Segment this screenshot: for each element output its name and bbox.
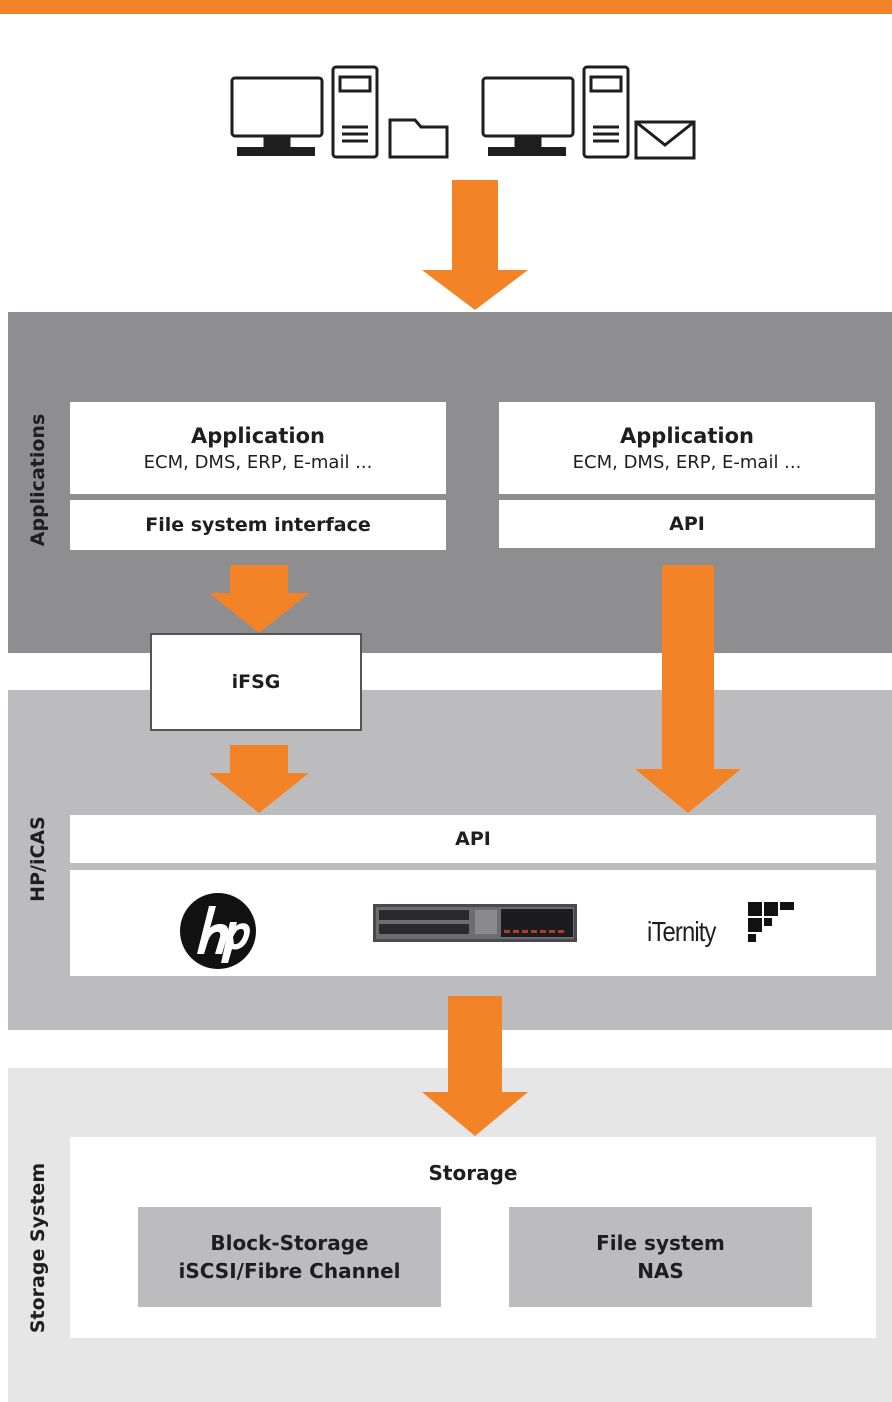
server-rack-icon xyxy=(373,904,577,942)
folder-icon xyxy=(388,118,449,159)
client-icons-row xyxy=(230,65,696,160)
hp-icas-band-label: HP/iCAS xyxy=(27,816,49,902)
icas-api-label: API xyxy=(455,828,491,850)
application-title: Application xyxy=(191,423,325,448)
block-storage-box: Block-Storage iSCSI/Fibre Channel xyxy=(138,1207,441,1307)
block-storage-line2: iSCSI/Fibre Channel xyxy=(178,1259,401,1283)
iternity-logo: iTernity xyxy=(647,902,797,952)
icas-logos-box: iTernity xyxy=(70,870,876,976)
ifsg-label: iFSG xyxy=(231,671,281,693)
ifsg-box: iFSG xyxy=(150,633,362,731)
file-system-nas-box: File system NAS xyxy=(509,1207,812,1307)
arrow-down-clients xyxy=(422,180,528,310)
server-tower-icon xyxy=(582,65,630,159)
storage-system-band-label: Storage System xyxy=(27,1162,49,1334)
monitor-icon xyxy=(481,76,575,156)
application-subtitle: ECM, DMS, ERP, E-mail ... xyxy=(572,451,802,473)
file-system-interface-box: File system interface xyxy=(70,500,446,550)
api-label: API xyxy=(669,513,705,535)
arrow-down-fs-to-ifsg xyxy=(209,565,309,633)
arrow-down-ifsg-to-api xyxy=(209,745,309,813)
iternity-logo-text: iTernity xyxy=(647,916,716,947)
block-storage-line1: Block-Storage xyxy=(210,1231,369,1255)
application-subtitle: ECM, DMS, ERP, E-mail ... xyxy=(143,451,373,473)
server-tower-icon xyxy=(331,65,379,159)
iternity-squares-icon xyxy=(748,902,794,942)
file-system-interface-label: File system interface xyxy=(145,514,371,536)
file-system-line1: File system xyxy=(596,1231,725,1255)
arrow-down-api-to-icas xyxy=(635,565,741,813)
hp-logo xyxy=(180,893,256,969)
arrow-down-icas-to-storage-head xyxy=(422,1068,528,1136)
application-box-right: Application ECM, DMS, ERP, E-mail ... xyxy=(499,402,875,494)
envelope-icon xyxy=(634,120,696,160)
monitor-icon xyxy=(230,76,324,156)
application-box-left: Application ECM, DMS, ERP, E-mail ... xyxy=(70,402,446,494)
icas-api-bar: API xyxy=(70,815,876,863)
top-accent-bar xyxy=(0,0,892,14)
api-box-applications: API xyxy=(499,500,875,548)
storage-box: Storage Block-Storage iSCSI/Fibre Channe… xyxy=(70,1137,876,1338)
application-title: Application xyxy=(620,423,754,448)
storage-title: Storage xyxy=(428,1161,518,1185)
applications-band-label: Applications xyxy=(27,413,49,547)
file-system-line2: NAS xyxy=(637,1259,684,1283)
